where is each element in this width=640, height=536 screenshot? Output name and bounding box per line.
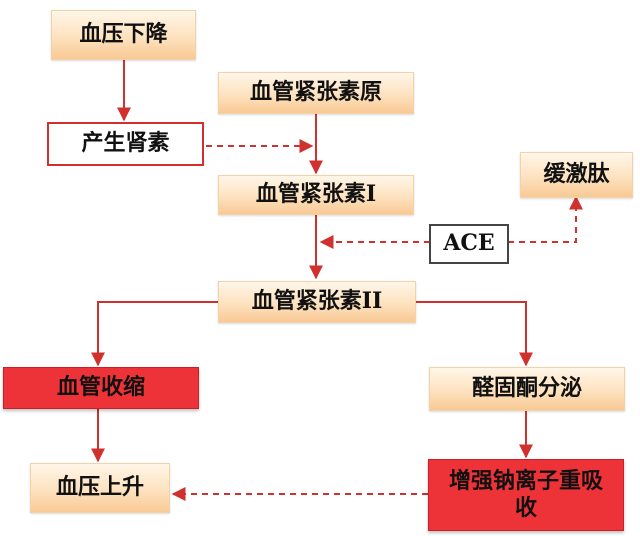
node-angiotensinogen: 血管紧张素原 xyxy=(218,72,414,114)
arrow-ace-to-bradykinin xyxy=(508,195,583,243)
node-bradykinin: 缓激肽 xyxy=(520,152,633,198)
node-vasoconstriction-label: 血管收缩 xyxy=(56,374,145,401)
node-bp-drop: 血压下降 xyxy=(51,10,196,60)
node-sodium-reabsorption-label: 增强钠离子重吸收 xyxy=(448,467,603,522)
arrow-angiotensin2-to-aldosterone xyxy=(416,301,533,367)
node-bp-rise-label: 血压上升 xyxy=(55,474,144,501)
node-sodium-reabsorption: 增强钠离子重吸收 xyxy=(428,459,624,531)
node-renin-label: 产生肾素 xyxy=(81,130,170,157)
arrow-angiotensin2-to-vasoconstriction xyxy=(91,301,218,367)
node-angiotensinogen-label: 血管紧张素原 xyxy=(249,79,382,106)
node-angiotensin2-label: 血管紧张素II xyxy=(251,288,383,315)
node-bp-drop-label: 血压下降 xyxy=(79,21,168,48)
node-angiotensin2: 血管紧张素II xyxy=(218,281,416,323)
node-bp-rise: 血压上升 xyxy=(30,463,170,513)
node-ace: ACE xyxy=(429,224,509,264)
node-bradykinin-label: 缓激肽 xyxy=(543,161,610,188)
node-aldosterone: 醛固酮分泌 xyxy=(429,367,625,411)
node-angiotensin1-label: 血管紧张素I xyxy=(255,181,377,208)
node-angiotensin1: 血管紧张素I xyxy=(218,175,414,215)
node-aldosterone-label: 醛固酮分泌 xyxy=(471,375,582,402)
node-ace-label: ACE xyxy=(443,230,495,257)
node-vasoconstriction: 血管收缩 xyxy=(3,367,199,409)
node-renin: 产生肾素 xyxy=(47,122,204,166)
